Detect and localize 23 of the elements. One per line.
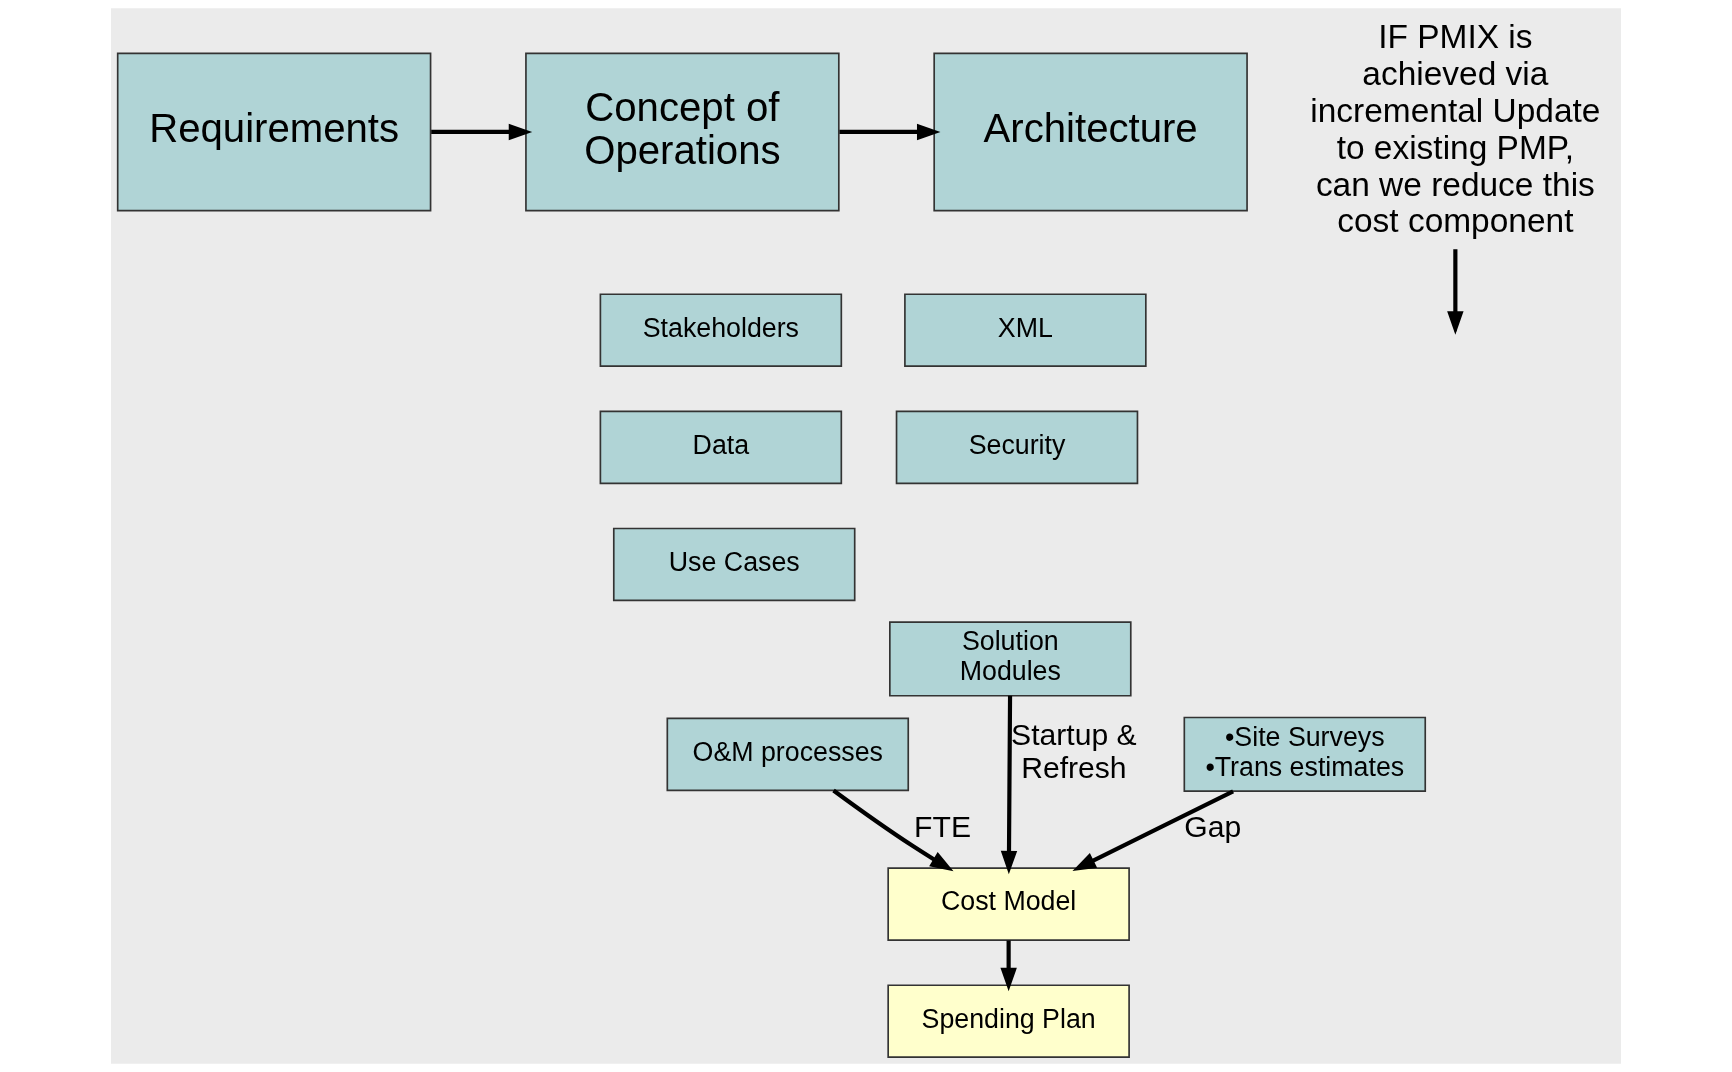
node-box: Data xyxy=(599,410,843,485)
arrow xyxy=(832,788,954,872)
edge-label: Gap xyxy=(1184,810,1242,843)
node-box: Requirements xyxy=(116,52,432,212)
node-box: Solution Modules xyxy=(889,621,1132,697)
node-box: Stakeholders xyxy=(599,293,843,367)
arrow xyxy=(431,123,533,141)
node-box: XML xyxy=(904,293,1147,367)
edge-label: Startup & Refresh xyxy=(1011,717,1137,785)
arrow xyxy=(1000,695,1018,875)
arrow xyxy=(1072,789,1234,871)
node-box: Spending Plan xyxy=(887,984,1130,1058)
node-box: Concept of Operations xyxy=(525,52,840,212)
arrow xyxy=(1000,940,1017,992)
node-box: Security xyxy=(895,410,1139,485)
edge-label: FTE xyxy=(914,810,971,843)
node-text: IF PMIX is achieved via incremental Update to existing PMP, can we reduce this cost component xyxy=(1310,18,1601,240)
node-box: Use Cases xyxy=(612,527,856,602)
node-box: Cost Model xyxy=(887,867,1130,941)
node-box: O&M processes xyxy=(666,717,910,792)
node-box: •Site Surveys •Trans estimates xyxy=(1183,716,1427,792)
arrow xyxy=(839,123,941,141)
node-box: Architecture xyxy=(933,52,1248,212)
